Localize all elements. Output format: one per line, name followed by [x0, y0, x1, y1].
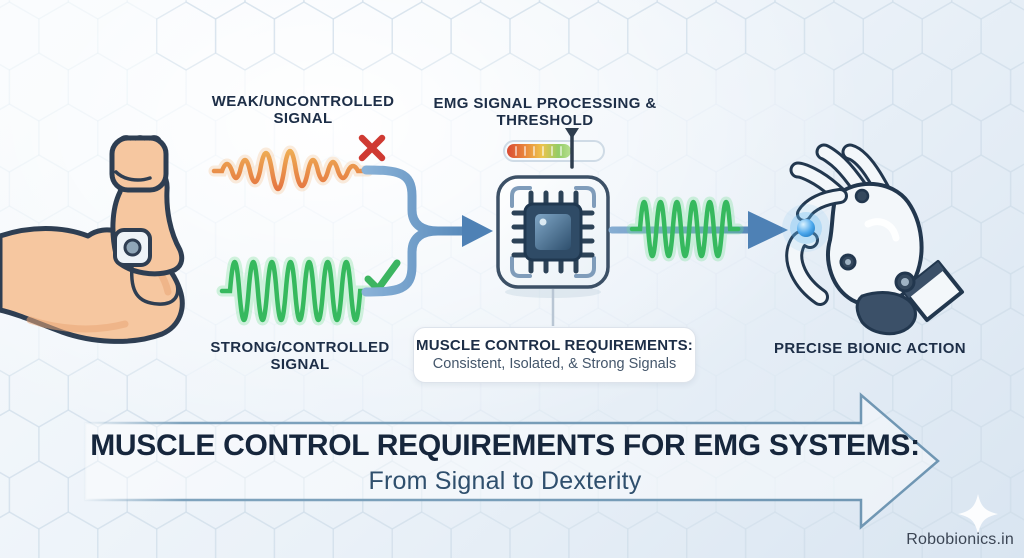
requirements-subtitle: Consistent, Isolated, & Strong Signals: [432, 356, 677, 372]
emg-processing-label: EMG SIGNAL PROCESSING & THRESHOLD: [433, 95, 657, 129]
processor-chip-icon: [496, 175, 610, 326]
grip-target-ball: [782, 204, 830, 252]
strong-signal-label: STRONG/CONTROLLED SIGNAL: [210, 339, 390, 373]
knuckle-joint: [854, 188, 870, 204]
threshold-pointer: [565, 128, 579, 139]
merge-arrow-icon: [361, 165, 467, 297]
precise-action-label: PRECISE BIONIC ACTION: [773, 340, 967, 357]
sparkle-icon: [958, 494, 998, 534]
requirements-title: MUSCLE CONTROL REQUIREMENTS:: [416, 337, 693, 354]
strong-signal-waveform: [216, 256, 374, 326]
check-icon: [364, 259, 401, 293]
electrode-wire: [129, 264, 180, 306]
banner-title: MUSCLE CONTROL REQUIREMENTS FOR EMG SYST…: [90, 429, 920, 462]
fist: [109, 135, 169, 193]
requirements-box: MUSCLE CONTROL REQUIREMENTS: Consistent,…: [413, 327, 696, 383]
watermark-text: Robobionics.in: [906, 531, 1014, 548]
reject-x-icon: [358, 134, 386, 162]
wrist-cuff: [901, 260, 964, 322]
merge-arrowhead: [462, 215, 493, 247]
banner-arrow: [83, 392, 940, 530]
threshold-meter-icon: [503, 128, 605, 169]
muscle-arm-icon: [0, 135, 185, 344]
output-signal-waveform: [626, 196, 744, 262]
weak-signal-waveform: [208, 145, 374, 195]
banner-subtitle: From Signal to Dexterity: [368, 467, 642, 495]
bionic-hand-icon: [782, 143, 964, 336]
weak-signal-label: WEAK/UNCONTROLLED SIGNAL: [211, 93, 395, 127]
